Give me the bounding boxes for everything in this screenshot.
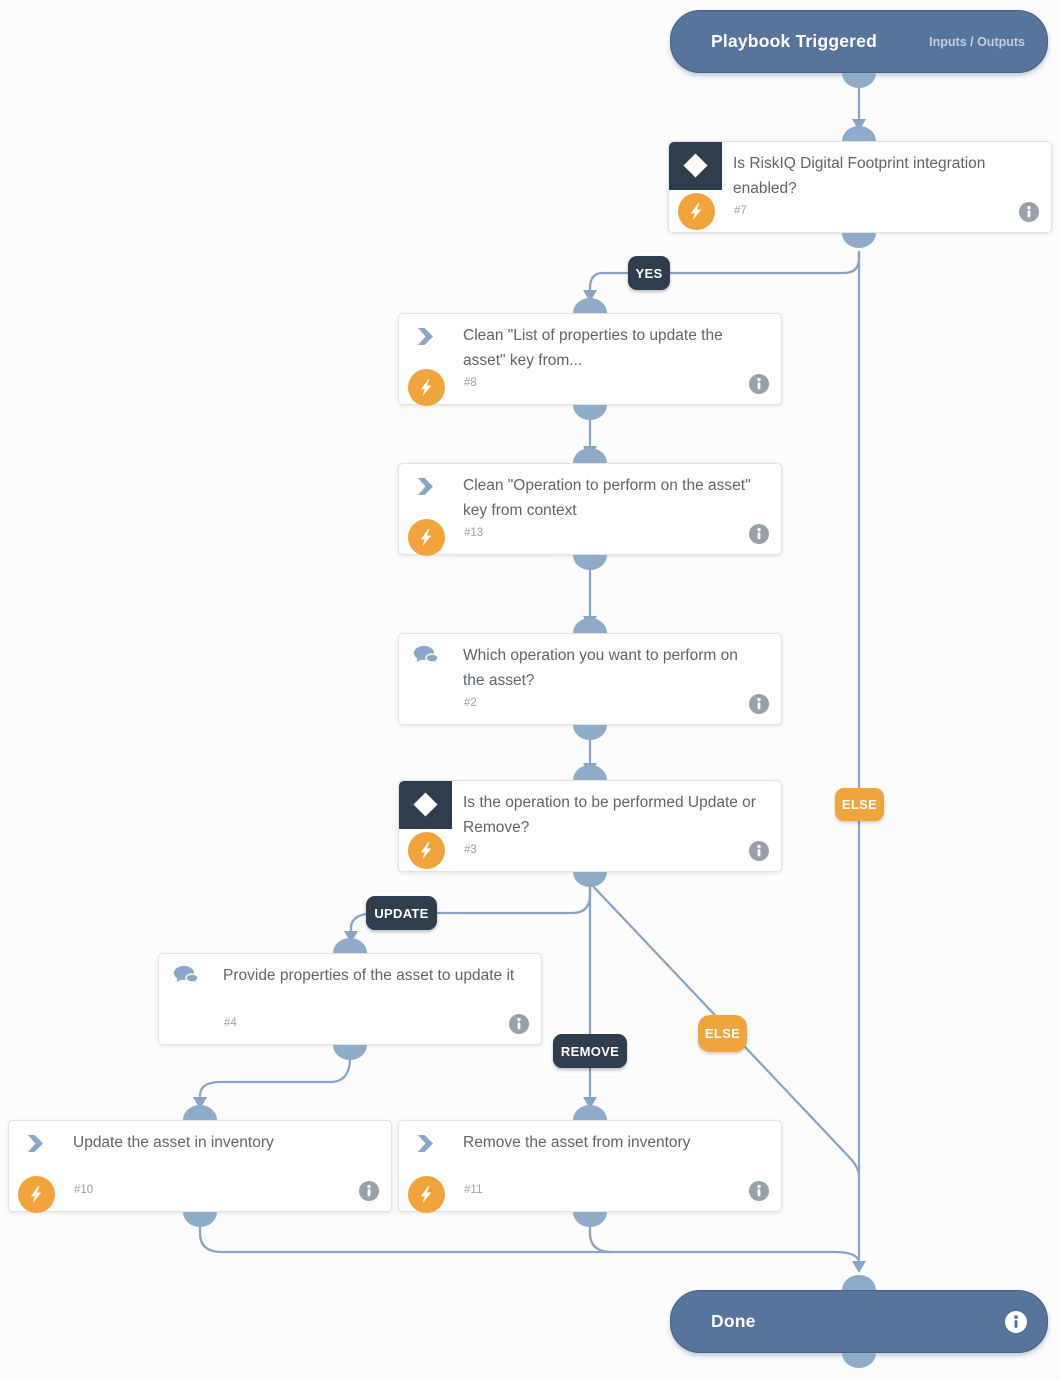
task-id: #3 xyxy=(464,844,477,856)
inputs-outputs-link[interactable]: Inputs / Outputs xyxy=(929,34,1025,49)
lightning-icon xyxy=(408,1176,445,1213)
info-icon[interactable] xyxy=(749,694,769,714)
info-icon[interactable] xyxy=(1019,202,1039,222)
task-id: #11 xyxy=(464,1184,483,1196)
task-title: Provide properties of the asset to updat… xyxy=(223,967,515,984)
task-id: #7 xyxy=(734,205,747,217)
task-title: Is the operation to be performed Update … xyxy=(463,794,756,836)
task-node-8[interactable]: Clean "List of properties to update the … xyxy=(398,313,782,406)
task-node-3[interactable]: Is the operation to be performed Update … xyxy=(398,780,782,872)
playbook-triggered-node[interactable]: Playbook Triggered Inputs / Outputs xyxy=(670,10,1048,73)
lightning-icon xyxy=(678,193,715,230)
task-node-10[interactable]: Update the asset in inventory #10 xyxy=(8,1120,392,1213)
condition-diamond-icon xyxy=(399,781,452,829)
info-icon[interactable] xyxy=(749,1181,769,1201)
start-node-title: Playbook Triggered xyxy=(711,31,878,51)
edge-label-yes: YES xyxy=(628,256,670,290)
automation-chevron-icon xyxy=(417,477,434,501)
info-icon[interactable] xyxy=(749,841,769,861)
automation-chevron-icon xyxy=(417,1134,434,1158)
task-id: #4 xyxy=(224,1017,237,1029)
task-node-13[interactable]: Clean "Operation to perform on the asset… xyxy=(398,463,782,556)
chat-bubbles-icon xyxy=(414,646,439,671)
end-node-title: Done xyxy=(711,1311,756,1331)
chat-bubbles-icon xyxy=(174,966,199,991)
automation-chevron-icon xyxy=(417,327,434,351)
task-node-4[interactable]: Provide properties of the asset to updat… xyxy=(158,953,542,1045)
task-id: #8 xyxy=(464,377,477,389)
task-id: #10 xyxy=(74,1184,94,1196)
lightning-icon xyxy=(18,1176,55,1213)
task-node-11[interactable]: Remove the asset from inventory #11 xyxy=(398,1120,782,1213)
edge-label-update: UPDATE xyxy=(366,896,437,930)
lightning-icon xyxy=(408,832,445,869)
lightning-icon xyxy=(408,369,445,406)
automation-chevron-icon xyxy=(27,1134,44,1158)
task-id: #2 xyxy=(464,697,477,709)
edge-label-remove: REMOVE xyxy=(553,1034,627,1068)
task-title: Clean "Operation to perform on the asset… xyxy=(463,477,751,519)
edge-label-else-bottom: ELSE xyxy=(698,1015,747,1052)
task-title: Remove the asset from inventory xyxy=(463,1134,691,1151)
info-icon[interactable] xyxy=(1005,1310,1027,1333)
condition-diamond-icon xyxy=(669,142,722,190)
info-icon[interactable] xyxy=(749,524,769,544)
info-icon[interactable] xyxy=(359,1181,379,1201)
edge-label-else-top: ELSE xyxy=(835,788,884,821)
task-title: Is RiskIQ Digital Footprint integration … xyxy=(733,155,986,197)
info-icon[interactable] xyxy=(509,1014,529,1034)
task-title: Update the asset in inventory xyxy=(73,1134,274,1151)
task-id: #13 xyxy=(464,527,484,539)
lightning-icon xyxy=(408,519,445,556)
done-node[interactable]: Done xyxy=(670,1290,1048,1353)
task-title: Clean "List of properties to update the … xyxy=(463,327,723,369)
task-title: Which operation you want to perform on t… xyxy=(463,647,738,689)
info-icon[interactable] xyxy=(749,374,769,394)
task-node-7[interactable]: Is RiskIQ Digital Footprint integration … xyxy=(668,141,1052,233)
task-node-2[interactable]: Which operation you want to perform on t… xyxy=(398,633,782,725)
